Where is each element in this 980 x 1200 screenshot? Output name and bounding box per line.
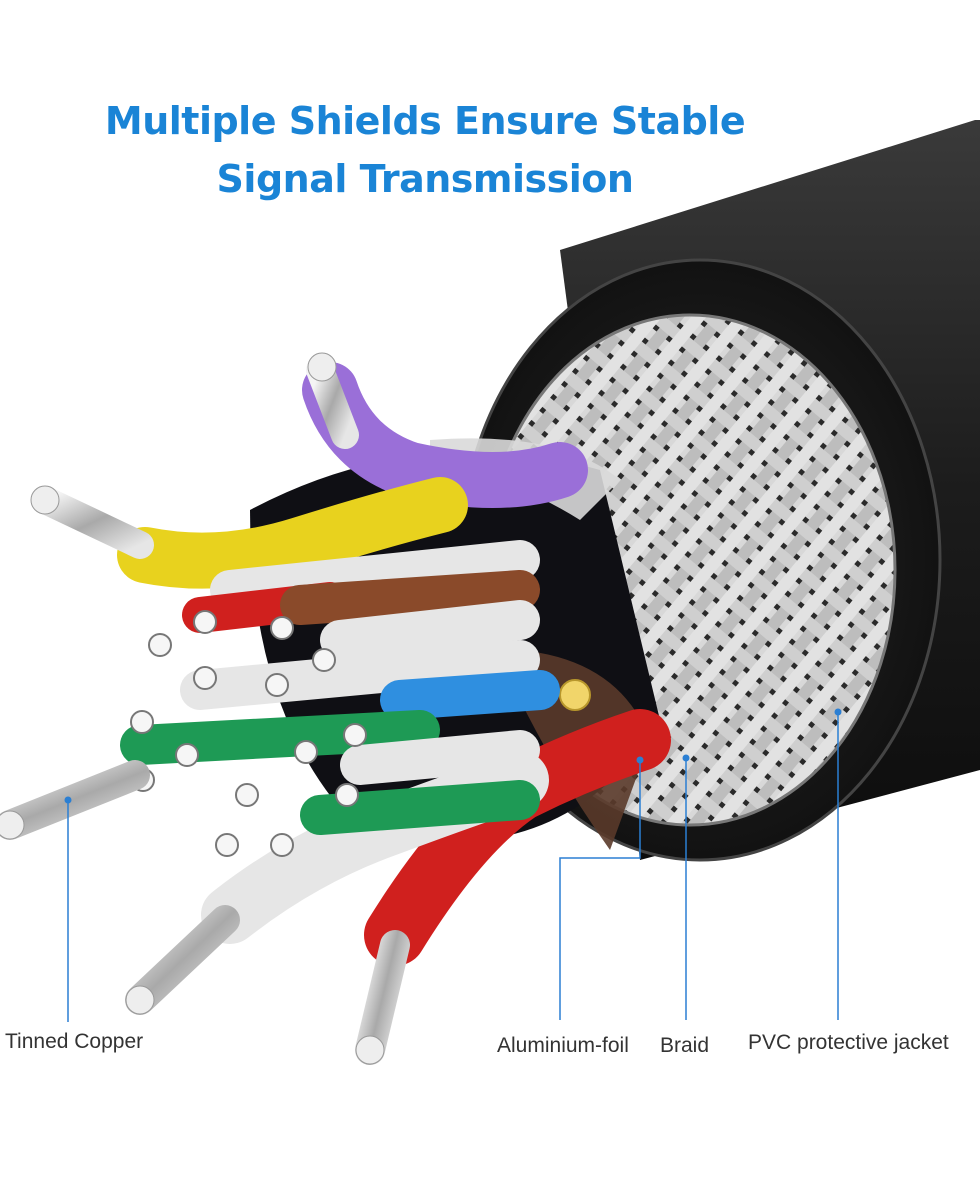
callout-dot-tinned-copper bbox=[65, 797, 72, 804]
label-tinned-copper: Tinned Copper bbox=[5, 1030, 143, 1054]
label-aluminium-foil: Aluminium-foil bbox=[497, 1034, 629, 1058]
wire-yellow bbox=[31, 486, 440, 561]
callout-dot-braid bbox=[683, 755, 690, 762]
callout-dot-aluminium-foil bbox=[637, 757, 644, 764]
label-pvc-jacket: PVC protective jacket bbox=[748, 1031, 949, 1055]
copper-strand-end bbox=[560, 680, 590, 710]
callout-dot-pvc-jacket bbox=[835, 709, 842, 716]
label-braid: Braid bbox=[660, 1034, 709, 1058]
